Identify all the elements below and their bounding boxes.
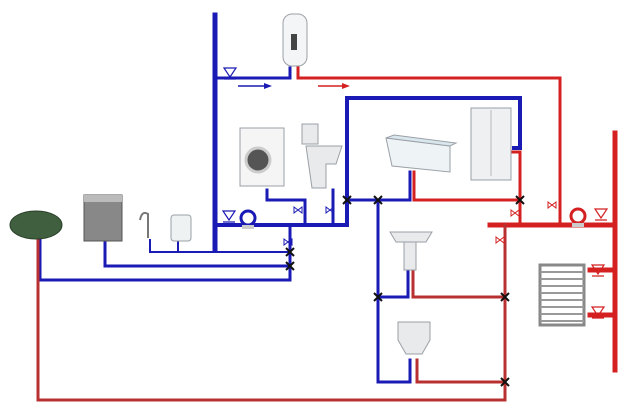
washbasin-shape [389,231,433,271]
filter-icon [590,306,606,319]
hot-pipe-bidet [415,358,507,384]
cold-pipe-dishwasher [103,236,292,268]
bidet-icon [397,321,431,355]
cold-pipe-loop [213,96,522,227]
hot-pipe-kitchen-sink [36,223,507,402]
towel-rail-frame [538,263,586,327]
shutoff-valve-icon [325,206,335,214]
flow-arrow-hot-head [342,83,350,89]
toilet-shape [301,123,343,189]
filter-icon [222,67,238,80]
dishwasher-panel [84,195,122,202]
water-meter-base [242,225,254,229]
filter-icon [221,210,237,223]
faucet-shape [139,211,149,238]
filter-body [170,214,192,242]
kitchen-sink-icon [9,210,63,240]
bathtub-icon [385,134,458,173]
pipe-junction-icon [342,195,352,205]
water-meter-icon [569,207,587,225]
washing-machine-icon [239,127,285,187]
dishwasher-body [83,194,123,242]
shower-cabin-icon [470,107,512,181]
hot-pipe-water-heater [296,66,562,227]
pipe-junction-icon [373,292,383,302]
washer-door [244,146,272,174]
shutoff-valve-icon [547,201,557,209]
water-heater-icon [282,13,308,67]
heater-panel [291,34,297,50]
pipe-junction-icon [373,195,383,205]
cold-pipe-washing-machine [265,188,307,227]
dishwasher-icon [83,194,123,242]
water-meter-base [572,223,584,227]
tub-rim [385,134,458,147]
water-filter-icon [170,214,192,242]
pipe-junction-icon [500,377,510,387]
pipe-junction-icon [515,195,525,205]
pipe-junction-icon [285,247,295,257]
towel-rail-icon [538,263,586,327]
washbasin-icon [389,231,433,271]
cold-pipe-bathtub [345,170,412,202]
bidet-shape [397,321,431,355]
hot-pipe-washbasin [411,270,507,299]
cold-pipe-washbasin [376,270,410,299]
shutoff-valve-icon [495,236,505,244]
water-meter-icon [239,209,257,227]
toilet-icon [301,123,343,189]
cold-pipe-water-heater [213,66,292,80]
shutoff-valve-icon [510,209,520,217]
filter-icon [593,208,609,221]
cold-pipe-faucet [149,239,291,253]
pipe-junction-icon [285,261,295,271]
pipe-junction-icon [500,292,510,302]
shutoff-valve-icon [283,238,293,246]
filter-icon [590,264,606,277]
shutoff-valve-icon [293,206,303,214]
kitchen-sink-shape [9,210,63,240]
cold-pipe-kitchen-sink [38,238,292,282]
faucet-icon [139,211,149,238]
cold-pipe-bathroom-riser [376,198,412,384]
flow-arrow-cold-head [264,83,272,89]
